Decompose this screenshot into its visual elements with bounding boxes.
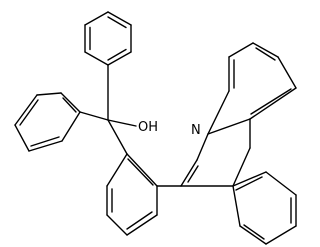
- structure-canvas: OH N: [14, 11, 297, 245]
- benzene-ring-central: [106, 119, 158, 236]
- phenanthridine-pyridine-ring: [180, 118, 251, 187]
- structural-formula: OH N: [14, 11, 297, 245]
- phenyl-ring-top: [84, 11, 132, 66]
- phenanthridine-lower-benzo-ring: [232, 171, 297, 245]
- hydroxyl-label: OH: [138, 120, 158, 135]
- bond-carbinol-left-phenyl: [79, 111, 109, 121]
- nitrogen-label: N: [191, 123, 201, 138]
- bond-carbinol-oxygen: [107, 119, 137, 127]
- phenanthridine-upper-benzo-ring: [207, 42, 297, 135]
- phenyl-ring-left: [14, 92, 81, 152]
